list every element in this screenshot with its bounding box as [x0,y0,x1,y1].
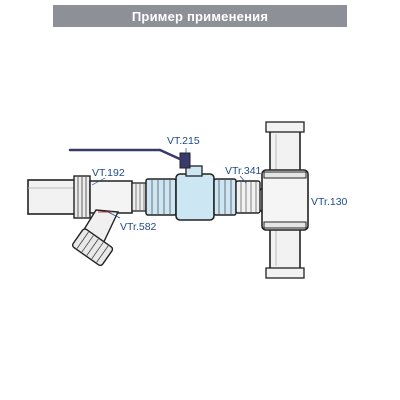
leader-lines [91,148,247,219]
label-vtr582: VTr.582 [120,221,157,233]
adapter-fitting [235,180,261,214]
header-title: Пример применения [131,8,269,24]
y-strainer [71,175,133,267]
header-bar: Пример применения [53,5,347,27]
valve-handle [68,148,191,169]
ball-valve [145,165,237,221]
label-vtr341: VTr.341 [225,165,262,177]
label-vtr130: VTr.130 [311,196,348,208]
nipple-fitting [131,182,147,212]
tee-fitting [255,169,309,231]
label-vt215: VT.215 [167,135,200,147]
label-vt192: VT.192 [92,167,125,179]
